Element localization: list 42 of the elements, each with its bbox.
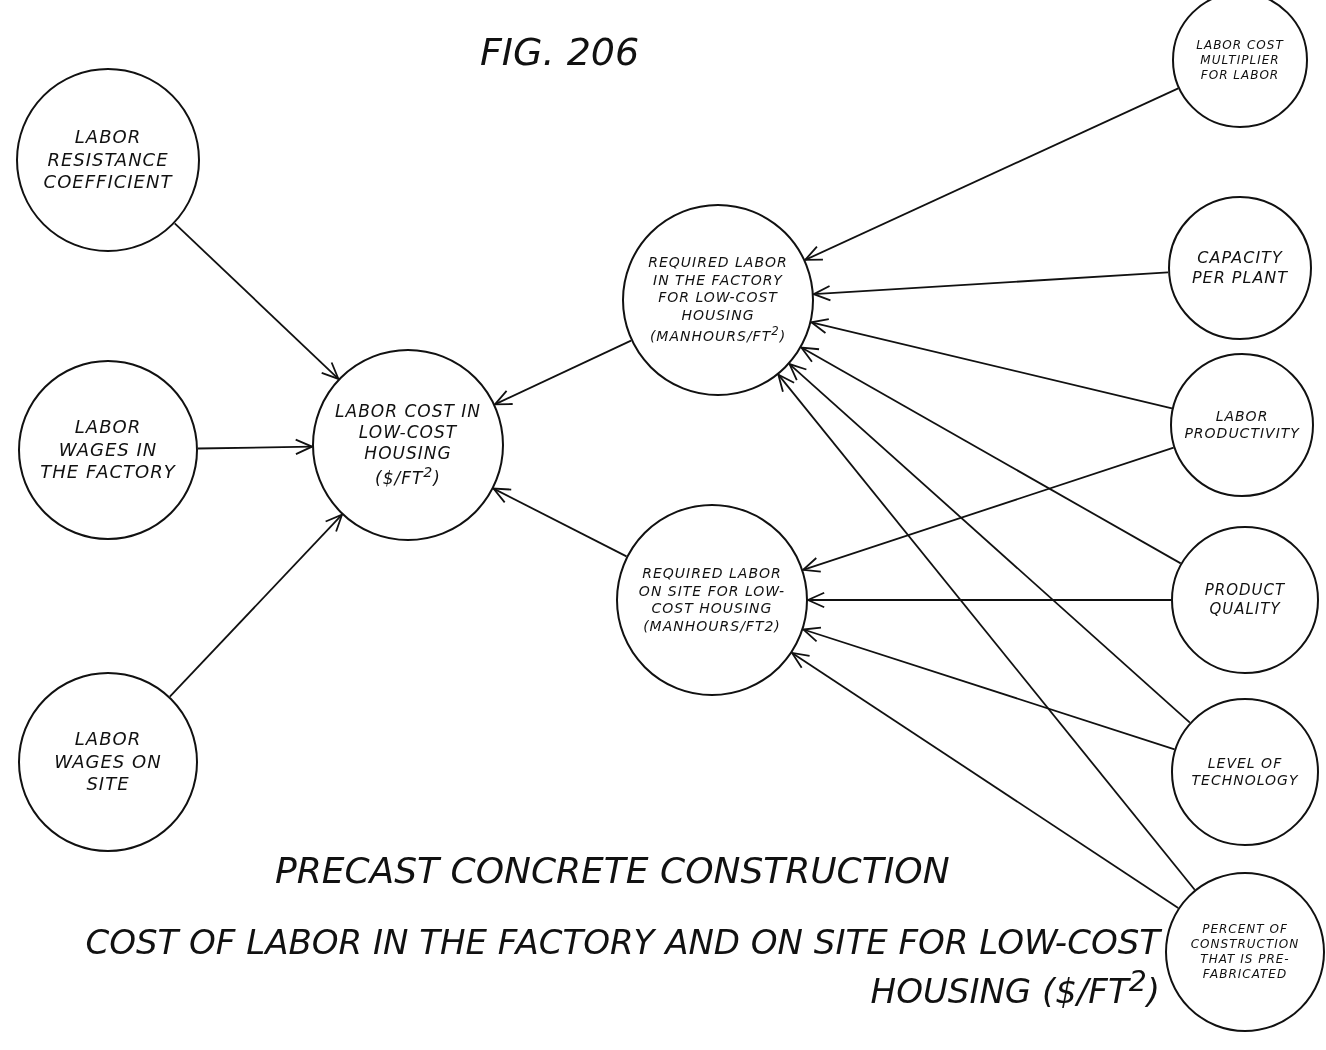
arrow: [804, 87, 1180, 261]
node-label: REQUIRED LABOR IN THE FACTORY FOR LOW-COST HOUSING (MANHOURS/FT$^{2}$): [647, 254, 789, 346]
circle-node: [312, 349, 504, 541]
arrow: [777, 373, 1196, 891]
node-label: PERCENT OF CONSTRUCTION THAT IS PRE-FABRICATED: [1189, 922, 1301, 982]
caption: COST OF LABOR IN THE FACTORY AND ON SITE FOR LOW-COST HOUSING ($/FT$^{2}$): [84, 921, 1160, 1014]
circle-node: [16, 68, 200, 252]
arrow: [812, 271, 1170, 302]
node-label: LABOR WAGES IN THE FACTORY: [39, 416, 177, 484]
circle-node: [1170, 353, 1314, 497]
arrow: [168, 513, 343, 698]
circle-node: [1171, 698, 1319, 846]
arrow: [802, 446, 1175, 573]
circle-node: [18, 360, 198, 540]
circle-node: [1168, 196, 1312, 340]
arrow: [802, 626, 1176, 751]
arrow: [492, 487, 628, 558]
arrow: [173, 222, 340, 380]
arrow: [788, 363, 1191, 724]
arrow: [197, 438, 313, 455]
node-label: CAPACITY PER PLANT: [1190, 248, 1290, 288]
node-label: LABOR COST IN LOW-COST HOUSING ($/FT$^{2}$): [334, 400, 482, 490]
node-label: LABOR COST MULTIPLIER FOR LABOR: [1195, 37, 1285, 83]
arrow: [810, 318, 1173, 410]
arrow: [807, 591, 1172, 609]
circle-node: [1172, 0, 1308, 128]
circle-node: [18, 672, 198, 852]
arrow: [791, 652, 1180, 909]
arrow: [800, 346, 1182, 565]
node-label: LABOR PRODUCTIVITY: [1184, 407, 1300, 443]
circle-node: [1165, 872, 1325, 1032]
circle-node: [1171, 526, 1319, 674]
diagram-heading: PRECAST CONCRETE CONSTRUCTION: [275, 850, 950, 891]
node-label: REQUIRED LABOR ON SITE FOR LOW-COST HOUSING (MANHOURS/FT2): [637, 565, 787, 635]
node-label: LABOR WAGES ON SITE: [53, 728, 163, 796]
node-label: LEVEL OF TECHNOLOGY: [1190, 754, 1300, 790]
node-label: PRODUCT QUALITY: [1203, 581, 1287, 619]
node-label: LABOR RESISTANCE COEFFICIENT: [42, 126, 174, 194]
circle-node: [616, 504, 808, 696]
arrow: [494, 339, 632, 406]
circle-node: [622, 204, 814, 396]
figure-title: FIG. 206: [480, 30, 640, 74]
